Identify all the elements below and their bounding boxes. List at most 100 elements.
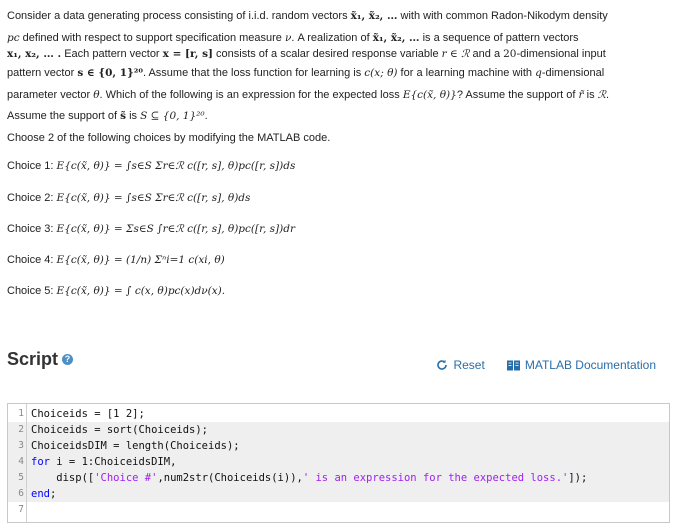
question-line-2: pc defined with respect to support speci… (7, 31, 579, 45)
math-s-set: s ∈ {0, 1}²⁰ (77, 67, 143, 79)
choice-5: Choice 5: E{c(x̃, θ)} = ∫ c(x, θ)pc(x)dν… (7, 284, 225, 298)
code-fragment: i = 1:ChoiceidsDIM, (49, 456, 177, 468)
question-line-4: pattern vector s ∈ {0, 1}²⁰. Assume that… (7, 66, 604, 80)
text: pattern vector (7, 67, 78, 79)
instruction-text: Choose 2 of the following choices by mod… (7, 132, 331, 144)
math-pc: pc (7, 32, 20, 44)
text: for a learning machine with (397, 67, 536, 79)
text: is (583, 89, 598, 101)
reset-button[interactable]: Reset (436, 358, 485, 372)
choice-4: Choice 4: E{c(x̃, θ)} = (1/n) Σⁿi=1 c(xi… (7, 253, 225, 267)
math-x-sequence: x̃₁, x̃₂, … (372, 32, 420, 44)
code-text: ChoiceidsDIM = length(Choiceids); (31, 440, 240, 452)
choice-2: Choice 2: E{c(x̃, θ)} = ∫s∈S Σr∈ℛ c([r, … (7, 191, 250, 205)
code-line-3[interactable]: 3 ChoiceidsDIM = length(Choiceids); (8, 438, 669, 454)
choice-1: Choice 1: E{c(x̃, θ)} = ∫s∈S Σr∈ℛ c([r, … (7, 159, 295, 173)
code-text: disp(['Choice #',num2str(Choiceids(i)),'… (31, 470, 587, 486)
line-number: 2 (18, 424, 24, 435)
reset-label: Reset (453, 358, 485, 372)
line-number: 1 (18, 408, 24, 419)
text: ? Assume the support of (456, 89, 579, 101)
matlab-documentation-link[interactable]: MATLAB Documentation (506, 358, 656, 372)
text: defined with respect to support specific… (19, 32, 285, 44)
choice-label: Choice 1: (7, 160, 57, 172)
text: parameter vector (7, 89, 94, 101)
math-x-sequence: x₁, x₂, … . (7, 48, 62, 60)
line-number: 5 (18, 472, 24, 483)
choice-expression: E{c(x̃, θ)} = ∫ c(x, θ)pc(x)dν(x). (56, 285, 226, 297)
code-fragment: ]); (568, 472, 588, 484)
math-r-tilde: r̃ (578, 89, 584, 101)
math-r-in-R: r ∈ ℛ (441, 48, 470, 60)
editor-gutter (8, 404, 27, 522)
math-R: ℛ (597, 89, 607, 101)
text: consists of a scalar desired response va… (212, 48, 442, 60)
code-text: for i = 1:ChoiceidsDIM, (31, 454, 176, 470)
code-line-2[interactable]: 2 Choiceids = sort(Choiceids); (8, 422, 669, 438)
code-text: end; (31, 486, 56, 502)
math-20: 20 (503, 48, 517, 60)
question-line-3: x₁, x₂, … . Each pattern vector x = [r, … (7, 47, 606, 61)
code-editor[interactable]: 1 Choiceids = [1 2]; 2 Choiceids = sort(Ch… (7, 403, 670, 523)
math-s-tilde: s̃ (120, 110, 127, 122)
text: . (606, 89, 610, 101)
keyword-for: for (31, 456, 50, 468)
math-loss: c(x; θ) (364, 67, 398, 79)
choice-expression: E{c(x̃, θ)} = ∫s∈S Σr∈ℛ c([r, s], θ)pc([… (56, 160, 296, 172)
script-heading: Script? (7, 349, 74, 370)
code-text: Choiceids = [1 2]; (31, 408, 145, 420)
code-fragment: ; (49, 488, 57, 500)
text: Each pattern vector (61, 48, 163, 60)
text: -dimensional input (516, 48, 606, 60)
text: Consider a data generating process consi… (7, 10, 351, 22)
question-line-6: Assume the support of s̃ is S ⊆ {0, 1}²⁰… (7, 109, 208, 123)
code-line-1[interactable]: 1 Choiceids = [1 2]; (8, 406, 669, 422)
code-fragment: ,num2str(Choiceids(i)), (157, 472, 303, 484)
text: -dimensional (541, 67, 605, 79)
text: . (204, 110, 208, 122)
math-x-sequence: x̃₁, x̃₂, … (350, 10, 398, 22)
text: Assume the support of (7, 110, 121, 122)
code-text: Choiceids = sort(Choiceids); (31, 424, 209, 436)
math-nu: ν (284, 32, 292, 44)
string-literal: ' is an expression for the expected loss… (302, 472, 569, 484)
choice-3: Choice 3: E{c(x̃, θ)} = Σs∈S ∫r∈ℛ c([r, … (7, 222, 295, 236)
math-x-equals: x = [r, s] (162, 48, 213, 60)
code-line-6[interactable]: 6 end; (8, 486, 669, 502)
docs-label: MATLAB Documentation (524, 358, 656, 372)
script-title: Script (7, 349, 59, 369)
text: . Which of the following is an expressio… (99, 89, 403, 101)
keyword-end: end (31, 488, 50, 500)
question-line-5: parameter vector θ. Which of the followi… (7, 88, 609, 102)
help-icon[interactable]: ? (62, 354, 74, 365)
book-icon (506, 360, 520, 370)
math-S-subset: S ⊆ {0, 1}²⁰ (140, 110, 205, 122)
math-q: q (535, 67, 542, 79)
choice-label: Choice 5: (7, 285, 57, 297)
string-literal: 'Choice #' (94, 472, 158, 484)
choice-expression: E{c(x̃, θ)} = ∫s∈S Σr∈ℛ c([r, s], θ)ds (56, 192, 251, 204)
choice-label: Choice 3: (7, 223, 57, 235)
code-line-7[interactable]: 7 (8, 502, 669, 518)
choice-expression: E{c(x̃, θ)} = Σs∈S ∫r∈ℛ c([r, s], θ)pc([… (56, 223, 295, 235)
reset-icon (437, 359, 448, 370)
choice-label: Choice 4: (7, 254, 57, 266)
text: is (126, 110, 141, 122)
math-theta: θ (93, 89, 100, 101)
text: with with common Radon-Nikodym density (397, 10, 608, 22)
line-number: 7 (18, 504, 24, 515)
text: and a (469, 48, 504, 60)
text: . Assume that the loss function for lear… (142, 67, 365, 79)
choice-expression: E{c(x̃, θ)} = (1/n) Σⁿi=1 c(xi, θ) (56, 254, 225, 266)
text: . A realization of (291, 32, 373, 44)
code-line-4[interactable]: 4 for i = 1:ChoiceidsDIM, (8, 454, 669, 470)
line-number: 4 (18, 456, 24, 467)
script-toolbar: Reset MATLAB Documentation (436, 358, 656, 372)
code-line-5[interactable]: 5 disp(['Choice #',num2str(Choiceids(i))… (8, 470, 669, 486)
math-expected-loss: E{c(x̃, θ)} (402, 89, 457, 101)
code-fragment: disp([ (31, 472, 95, 484)
text: is a sequence of pattern vectors (419, 32, 579, 44)
line-number: 6 (18, 488, 24, 499)
question-line-1: Consider a data generating process consi… (7, 9, 608, 23)
line-number: 3 (18, 440, 24, 451)
